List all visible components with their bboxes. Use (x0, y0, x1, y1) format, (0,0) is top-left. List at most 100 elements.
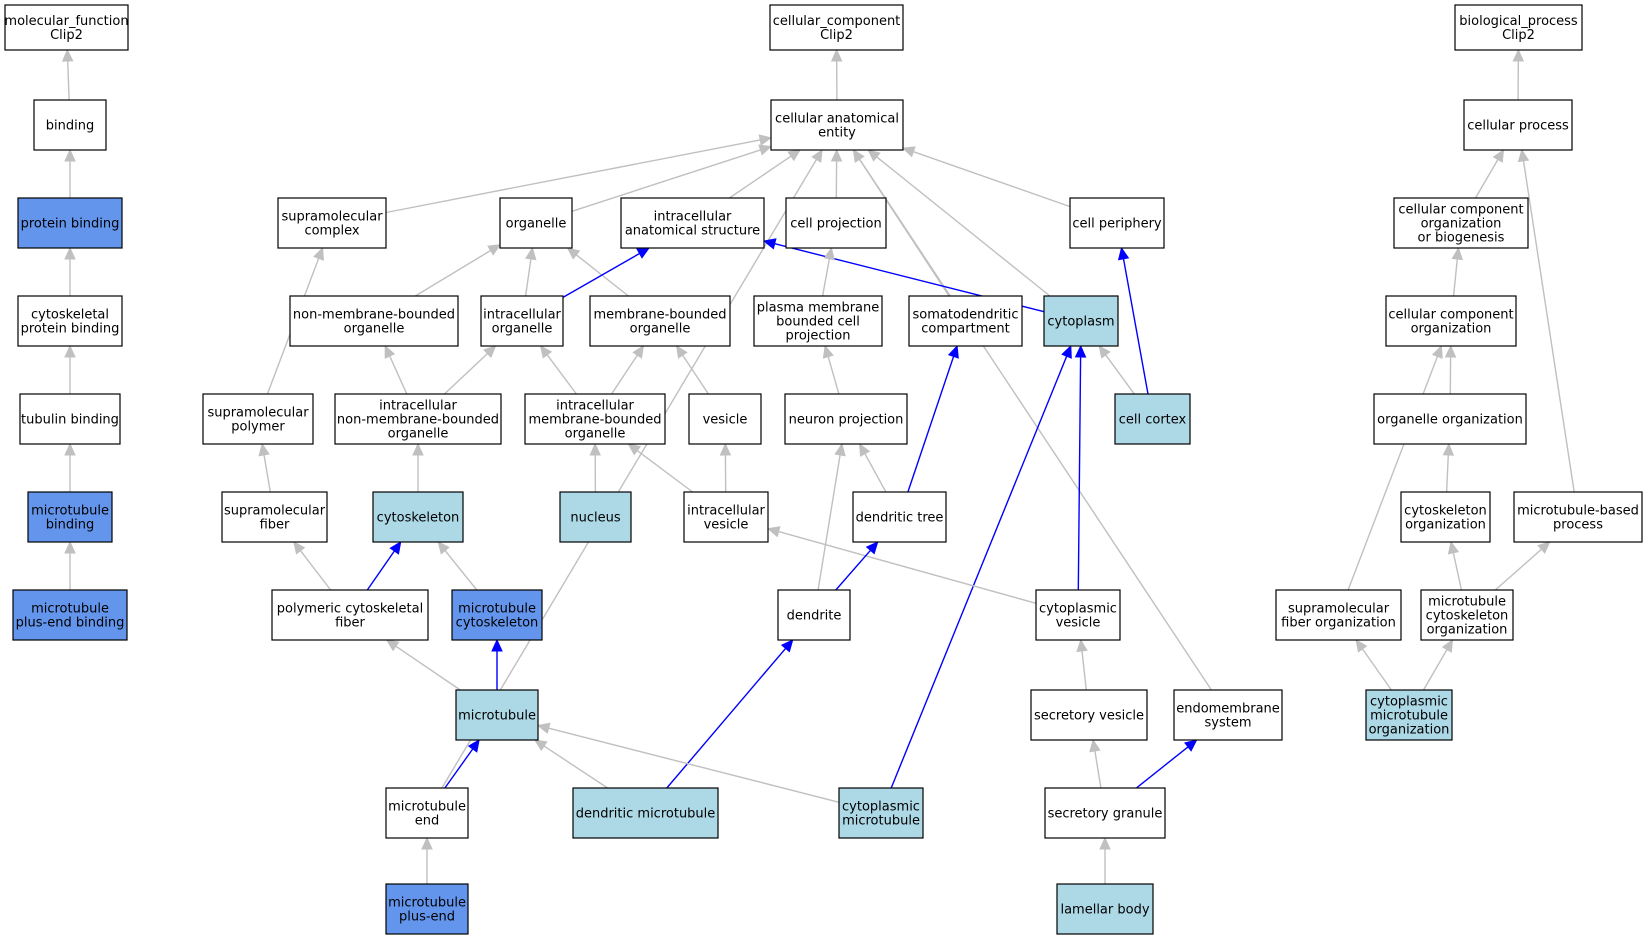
node-label-line: biological_process (1459, 14, 1578, 29)
edge-line (821, 258, 831, 297)
node-label-line: process (1553, 518, 1603, 533)
edge-line (299, 550, 332, 591)
edge-dmt-to-mt (533, 739, 608, 789)
edge-line (1494, 548, 1542, 591)
edge-arrowhead (780, 639, 794, 653)
node-box (271, 589, 429, 641)
node-box (19, 393, 121, 445)
node-label-line: plus-end (399, 910, 455, 925)
node-box (753, 295, 883, 347)
node-label-line: anatomical structure (625, 224, 760, 239)
node-pb: protein binding (17, 197, 123, 249)
edge-den-to-np (817, 442, 846, 591)
node-label-line: dendritic microtubule (576, 807, 716, 822)
edge-mt-to-pcf (385, 639, 461, 691)
node-label-line: neuron projection (789, 413, 904, 428)
node-box (4, 4, 129, 51)
edge-arrowhead (1441, 638, 1454, 653)
node-box (455, 689, 539, 741)
edge-arrowhead (64, 442, 76, 456)
edge-arrowhead (258, 442, 270, 457)
edge-cae-to-cc (830, 48, 843, 101)
node-label-line: tubulin binding (21, 413, 119, 428)
node-label-line: binding (46, 119, 94, 134)
node-box (524, 393, 666, 445)
node-box (852, 491, 947, 543)
edge-cmto-to-mtcsko (1422, 638, 1454, 691)
edge-line (385, 139, 761, 214)
node-label-line: cell cortex (1119, 413, 1187, 428)
node-box (372, 491, 464, 543)
node-den: dendrite (777, 589, 851, 641)
edge-arrowhead (421, 836, 433, 850)
edge-mtcsk-to-csk (437, 541, 478, 591)
node-label-line: cell projection (790, 217, 881, 232)
edge-line (876, 156, 1051, 297)
node-box (1275, 589, 1402, 641)
edge-line (562, 252, 640, 299)
node-layer: molecular_functionClip2cellular_componen… (4, 4, 1643, 935)
edge-arrowhead (1061, 344, 1072, 359)
edge-iv-to-imbo (627, 443, 694, 493)
edge-nmbo-to-org (414, 244, 502, 297)
node-label-line: compartment (921, 322, 1009, 337)
edge-arrowhead (1537, 541, 1551, 554)
edge-sv-to-cv (1076, 638, 1088, 691)
node-box (1393, 197, 1529, 249)
node-lb: lamellar body (1056, 883, 1154, 935)
node-label-line: molecular_function (4, 14, 128, 29)
node-cctx: cell cortex (1114, 393, 1191, 445)
edge-line (1347, 356, 1439, 591)
edge-line (666, 647, 787, 789)
edge-arrowhead (536, 722, 551, 734)
node-label-line: projection (786, 329, 851, 344)
edge-arrowhead (64, 246, 76, 260)
node-label-line: organelle (565, 427, 626, 442)
node-label-line: fiber (335, 616, 365, 631)
node-label-line: supramolecular (281, 210, 383, 225)
node-box (559, 491, 632, 543)
node-label-line: intracellular (379, 399, 457, 414)
node-cproj: cell projection (785, 197, 887, 249)
edge-iv-to-ves (719, 442, 732, 493)
node-label-line: membrane-bounded (528, 413, 661, 428)
node-box (480, 295, 564, 347)
edge-arrowhead (61, 48, 74, 62)
node-box (1365, 689, 1453, 741)
edge-arrowhead (834, 442, 846, 457)
node-box (221, 491, 328, 543)
edge-arrowhead (1512, 48, 1525, 62)
node-tb: tubulin binding (19, 393, 121, 445)
edge-cco-to-ccob (1451, 246, 1464, 297)
node-label-line: organization (1411, 322, 1492, 337)
edge-line (1081, 650, 1087, 691)
edge-arrowhead (1099, 836, 1111, 850)
edge-line (571, 149, 761, 212)
node-box (33, 99, 107, 151)
node-box (1454, 4, 1583, 51)
edge-cperi-to-cae (901, 146, 1071, 208)
node-label-line: cell periphery (1072, 217, 1162, 232)
edge-mtcsko-to-mtbp (1494, 541, 1551, 591)
node-label-line: supramolecular (207, 406, 309, 421)
edge-line (444, 352, 488, 395)
edge-mtb-to-tb (64, 442, 76, 492)
node-label-line: cellular anatomical (775, 112, 899, 127)
node-label-line: fiber (260, 518, 290, 533)
edge-line (1452, 552, 1463, 591)
node-org: organelle (499, 197, 573, 249)
edge-arrowhead (1117, 246, 1130, 261)
edge-sfo-to-cco (1347, 344, 1443, 591)
node-label-line: microtubule (31, 504, 109, 519)
node-label-line: intracellular (483, 308, 561, 323)
node-box (12, 589, 128, 641)
node-label-line: organelle organization (1377, 413, 1523, 428)
edge-arrowhead (1431, 344, 1443, 359)
node-csk: cytoskeleton (372, 491, 464, 543)
